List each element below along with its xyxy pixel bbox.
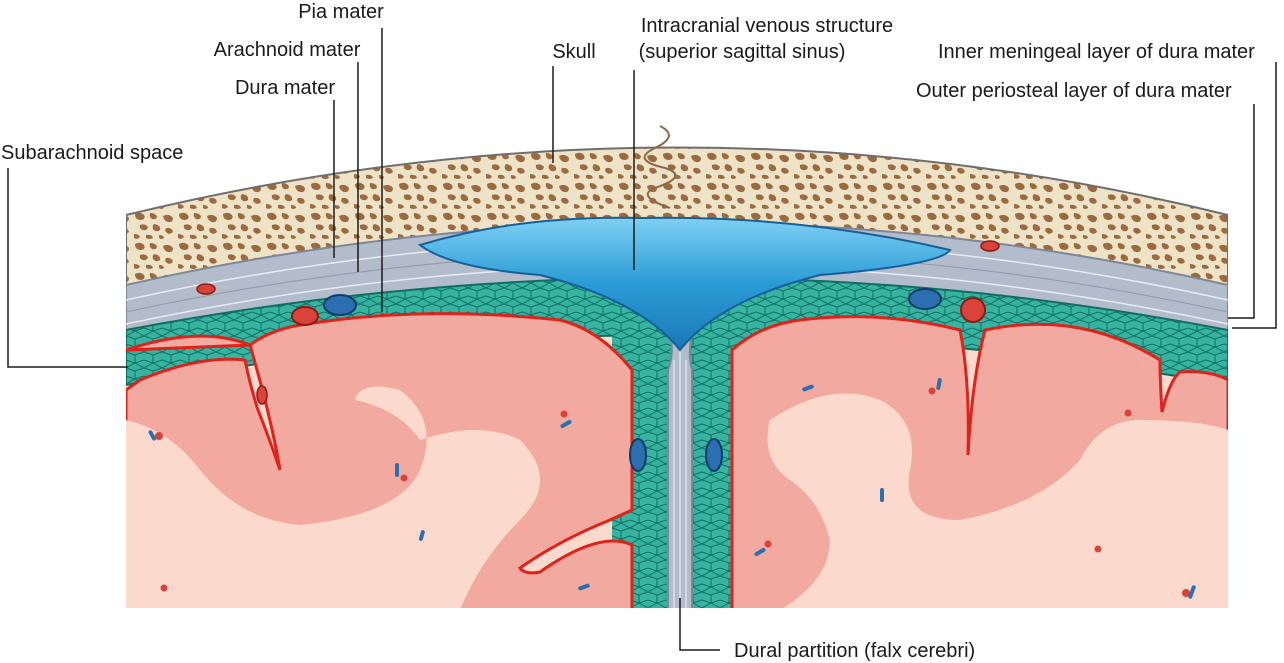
label-pia-mater: Pia mater: [298, 1, 384, 23]
label-arachnoid-mater: Arachnoid mater: [213, 39, 361, 61]
label-venous-structure-sub: (superior sagittal sinus): [638, 41, 846, 63]
superior-sagittal-sinus: [417, 216, 952, 352]
label-outer-periosteal: Outer periosteal layer of dura mater: [916, 80, 1232, 102]
label-dural-partition: Dural partition (falx cerebri): [734, 640, 976, 662]
meningeal-artery-right: [980, 240, 1000, 252]
artery-left: [291, 306, 319, 326]
artery-right: [960, 297, 986, 323]
falx-vein-left: [629, 438, 647, 472]
leader-lines: [7, 28, 1277, 651]
label-inner-meningeal: Inner meningeal layer of dura mater: [938, 41, 1255, 63]
skull-suture: [643, 125, 677, 209]
label-dura-mater: Dura mater: [234, 77, 336, 99]
label-skull: Skull: [552, 41, 596, 63]
falx-vein-right: [705, 438, 723, 472]
label-subarachnoid-space: Subarachnoid space: [1, 142, 184, 164]
capillaries: [148, 378, 1196, 599]
vein-right: [908, 288, 942, 310]
vein-left: [323, 294, 357, 316]
meningeal-artery-left: [196, 283, 216, 295]
label-venous-structure: Intracranial venous structure: [640, 15, 894, 37]
